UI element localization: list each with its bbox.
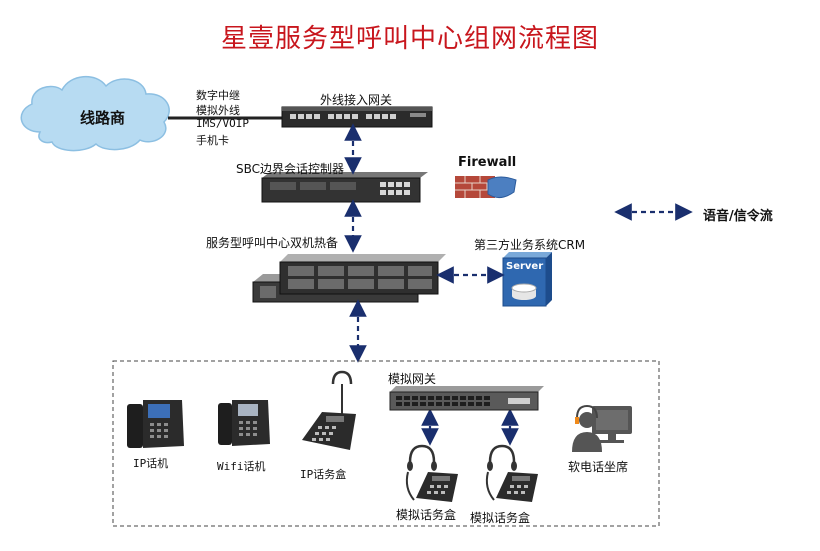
ip-phone-label: IP话机	[133, 457, 169, 470]
sbc-label: SBC边界会话控制器	[236, 162, 345, 176]
trunk-type-1: 数字中继	[196, 89, 240, 102]
trunk-type-3: IMS/VOIP	[196, 117, 249, 130]
terminal-area-box	[112, 360, 660, 527]
softphone-agent-icon	[572, 404, 632, 452]
gateway-label: 外线接入网关	[320, 93, 393, 107]
sbc-device-icon	[261, 172, 428, 203]
legend-label: 语音/信令流	[703, 209, 773, 224]
trunk-type-2: 模拟外线	[196, 104, 240, 117]
analog-gateway-label: 模拟网关	[388, 372, 437, 386]
softphone-label: 软电话坐席	[568, 460, 629, 474]
firewall-icon	[455, 176, 517, 198]
analog-phone-box-2-icon	[485, 444, 538, 502]
server-rack-icon	[252, 254, 446, 303]
firewall-label: Firewall	[458, 155, 517, 170]
analog-phone-box-1-icon	[405, 444, 458, 502]
ip-phone-icon	[127, 400, 184, 448]
analog-box-1-label: 模拟话务盒	[396, 508, 457, 522]
crm-server-text: Server	[506, 261, 544, 272]
gateway-device-icon	[281, 106, 433, 128]
crm-label: 第三方业务系统CRM	[474, 238, 586, 252]
page-title: 星壹服务型呼叫中心组网流程图	[220, 24, 599, 54]
ip-box-label: IP话务盒	[300, 468, 347, 481]
signal-arrows	[344, 123, 693, 446]
servers-label: 服务型呼叫中心双机热备	[206, 236, 339, 250]
analog-gateway-icon	[389, 386, 544, 411]
carrier-label: 线路商	[80, 109, 126, 127]
carrier-cloud-icon	[20, 76, 170, 152]
trunk-type-4: 手机卡	[196, 134, 229, 147]
ip-phone-box-icon	[302, 370, 356, 450]
wifi-phone-icon	[218, 400, 270, 446]
analog-box-2-label: 模拟话务盒	[470, 511, 531, 525]
wifi-phone-label: Wifi话机	[217, 460, 266, 473]
